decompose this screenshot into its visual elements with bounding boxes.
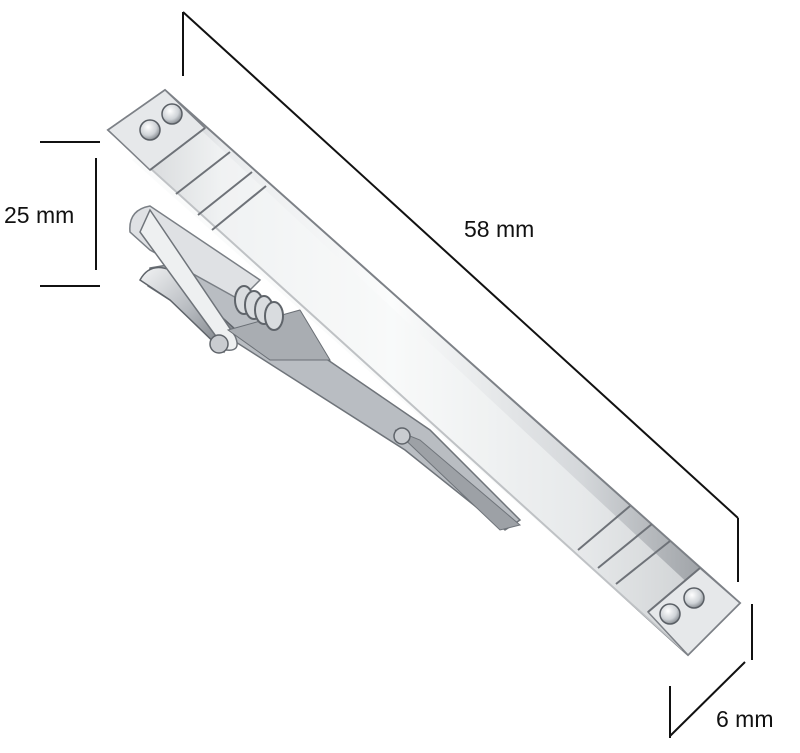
dimension-lines (40, 11, 753, 738)
length-dimension-line (182, 11, 739, 519)
crystal-bottom-right (683, 587, 705, 609)
crystal-top-left (139, 119, 161, 141)
tie-bar (106, 88, 742, 657)
crystal-stones (139, 103, 705, 625)
width-label: 6 mm (716, 706, 774, 732)
rivet-front (209, 334, 229, 354)
spring-coil (234, 285, 284, 331)
engraved-grooves (149, 127, 701, 613)
height-label: 25 mm (4, 202, 75, 228)
length-label: 58 mm (464, 216, 535, 242)
width-dimension-line (669, 661, 746, 737)
rivet-rear (393, 427, 411, 445)
crystal-bottom-left (659, 603, 681, 625)
crystal-top-right (161, 103, 183, 125)
clip-arm (129, 205, 522, 531)
